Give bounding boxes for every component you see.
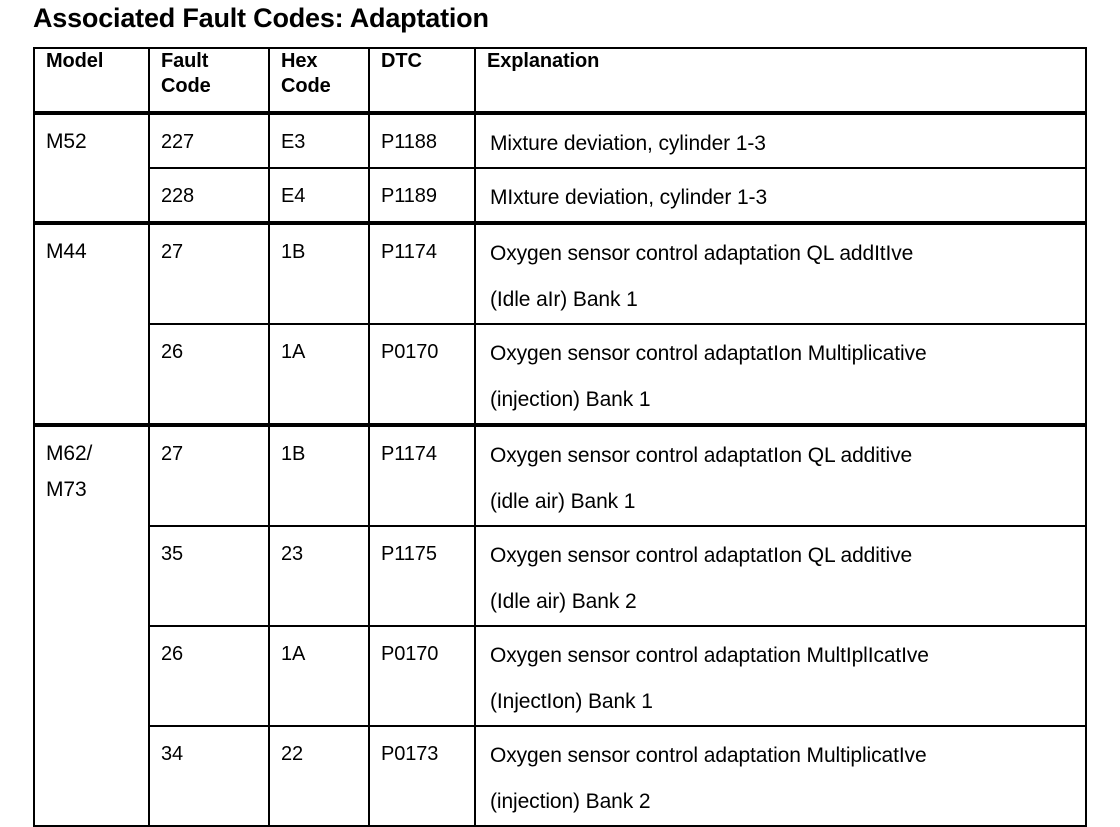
cell-fault-code-text: 34	[161, 743, 184, 765]
cell-hex-code-text: E3	[281, 131, 306, 153]
table-row: 228 E4 P1189 MIxture deviation, cylinder…	[34, 167, 1087, 224]
cell-dtc: P1189	[368, 167, 476, 224]
cell-model: M62/ M73	[33, 423, 150, 827]
cell-model: M52	[33, 111, 150, 224]
cell-explanation: Oxygen sensor control adaptatIon QL addi…	[474, 525, 1087, 627]
cell-dtc-text: P0170	[381, 341, 439, 363]
table-row: 34 22 P0173 Oxygen sensor control adapta…	[34, 725, 1087, 827]
column-header-model: Model	[33, 47, 150, 114]
cell-explanation-text: Oxygen sensor control adaptation MultIpl…	[490, 644, 929, 713]
cell-explanation: Oxygen sensor control adaptation MultIpl…	[474, 625, 1087, 727]
cell-hex-code-text: 1A	[281, 643, 306, 665]
cell-dtc: P1174	[368, 423, 476, 527]
cell-explanation-text: MIxture deviation, cylinder 1-3	[490, 186, 768, 209]
table-header: Model Fault Code Hex Code DTC Explanatio…	[33, 47, 1087, 114]
cell-hex-code-text: 1B	[281, 241, 306, 263]
cell-explanation: Mixture deviation, cylinder 1-3	[474, 111, 1087, 169]
cell-dtc-text: P0170	[381, 643, 439, 665]
cell-fault-code: 34	[148, 725, 270, 827]
table-row: M62/ M73 27 1B P1174 Oxygen sensor contr…	[33, 423, 1087, 827]
cell-fault-code-text: 26	[161, 643, 184, 665]
cell-explanation: MIxture deviation, cylinder 1-3	[474, 167, 1087, 224]
cell-hex-code: 1B	[268, 221, 370, 325]
cell-model-text: M44	[46, 240, 87, 263]
cell-fault-code: 227	[148, 111, 270, 169]
cell-dtc: P0173	[368, 725, 476, 827]
table-row: 26 1A P0170 Oxygen sensor control adapta…	[34, 625, 1087, 727]
column-header-dtc-label: DTC	[381, 50, 422, 72]
column-header-explanation-label: Explanation	[487, 50, 600, 72]
cell-fault-code-text: 26	[161, 341, 184, 363]
cell-explanation-text: Oxygen sensor control adaptatIon QL addi…	[490, 444, 913, 513]
cell-hex-code: 22	[268, 725, 370, 827]
cell-hex-code: 1B	[268, 423, 370, 527]
cell-fault-code-text: 228	[161, 185, 195, 207]
cell-explanation-text: Oxygen sensor control adaptation QL addI…	[490, 242, 914, 311]
cell-fault-code: 27	[148, 423, 270, 527]
cell-fault-code-text: 227	[161, 131, 195, 153]
cell-hex-code-text: 1B	[281, 443, 306, 465]
column-header-hex-code: Hex Code	[268, 47, 370, 114]
cell-fault-code: 27	[148, 221, 270, 325]
column-header-model-label: Model	[46, 50, 104, 72]
cell-fault-code: 228	[148, 167, 270, 224]
cell-explanation-text: Oxygen sensor control adaptatIon Multipl…	[490, 342, 927, 411]
cell-hex-code-text: E4	[281, 185, 306, 207]
column-header-fault-code: Fault Code	[148, 47, 270, 114]
cell-fault-code-text: 35	[161, 543, 184, 565]
cell-dtc: P1175	[368, 525, 476, 627]
column-header-dtc: DTC	[368, 47, 476, 114]
cell-explanation-text: Oxygen sensor control adaptatIon QL addi…	[490, 544, 913, 613]
cell-dtc-text: P1175	[381, 543, 437, 565]
cell-explanation-text: Mixture deviation, cylinder 1-3	[490, 132, 766, 155]
cell-dtc: P0170	[368, 625, 476, 727]
cell-fault-code-text: 27	[161, 241, 184, 263]
column-header-hex-code-label: Hex Code	[281, 50, 331, 97]
cell-dtc-text: P0173	[381, 743, 439, 765]
cell-dtc-text: P1174	[381, 443, 437, 465]
column-header-explanation: Explanation	[474, 47, 1087, 114]
cell-hex-code-text: 23	[281, 543, 304, 565]
cell-dtc: P1174	[368, 221, 476, 325]
document-page: Associated Fault Codes: Adaptation Model…	[33, 3, 1087, 827]
cell-explanation: Oxygen sensor control adaptation QL addI…	[474, 221, 1087, 325]
cell-dtc-text: P1188	[381, 131, 437, 153]
cell-hex-code: 23	[268, 525, 370, 627]
cell-dtc-text: P1189	[381, 185, 437, 207]
cell-model-text: M62/ M73	[46, 442, 93, 501]
cell-hex-code-text: 1A	[281, 341, 306, 363]
cell-explanation: Oxygen sensor control adaptatIon QL addi…	[474, 423, 1087, 527]
cell-dtc: P1188	[368, 111, 476, 169]
header-row: Model Fault Code Hex Code DTC Explanatio…	[33, 47, 1087, 114]
table-row: M52 227 E3 P1188 Mixture deviation, cyli…	[33, 111, 1087, 224]
cell-fault-code: 26	[148, 625, 270, 727]
table-row: 26 1A P0170 Oxygen sensor control adapta…	[34, 323, 1087, 426]
cell-fault-code: 26	[148, 323, 270, 426]
cell-model-text: M52	[46, 130, 87, 153]
cell-fault-code: 35	[148, 525, 270, 627]
cell-hex-code: 1A	[268, 323, 370, 426]
cell-hex-code: E3	[268, 111, 370, 169]
table-row: M44 27 1B P1174 Oxygen sensor control ad…	[33, 221, 1087, 426]
cell-explanation: Oxygen sensor control adaptatIon Multipl…	[474, 323, 1087, 426]
cell-dtc-text: P1174	[381, 241, 437, 263]
table-row: 35 23 P1175 Oxygen sensor control adapta…	[34, 525, 1087, 627]
table-body: M52 227 E3 P1188 Mixture deviation, cyli…	[33, 111, 1087, 827]
cell-model: M44	[33, 221, 150, 426]
cell-explanation: Oxygen sensor control adaptation Multipl…	[474, 725, 1087, 827]
page-title: Associated Fault Codes: Adaptation	[33, 3, 489, 33]
cell-hex-code: E4	[268, 167, 370, 224]
cell-fault-code-text: 27	[161, 443, 184, 465]
fault-codes-table: Model Fault Code Hex Code DTC Explanatio…	[33, 47, 1087, 827]
cell-hex-code-text: 22	[281, 743, 304, 765]
cell-dtc: P0170	[368, 323, 476, 426]
cell-hex-code: 1A	[268, 625, 370, 727]
cell-explanation-text: Oxygen sensor control adaptation Multipl…	[490, 744, 927, 813]
column-header-fault-code-label: Fault Code	[161, 50, 211, 97]
